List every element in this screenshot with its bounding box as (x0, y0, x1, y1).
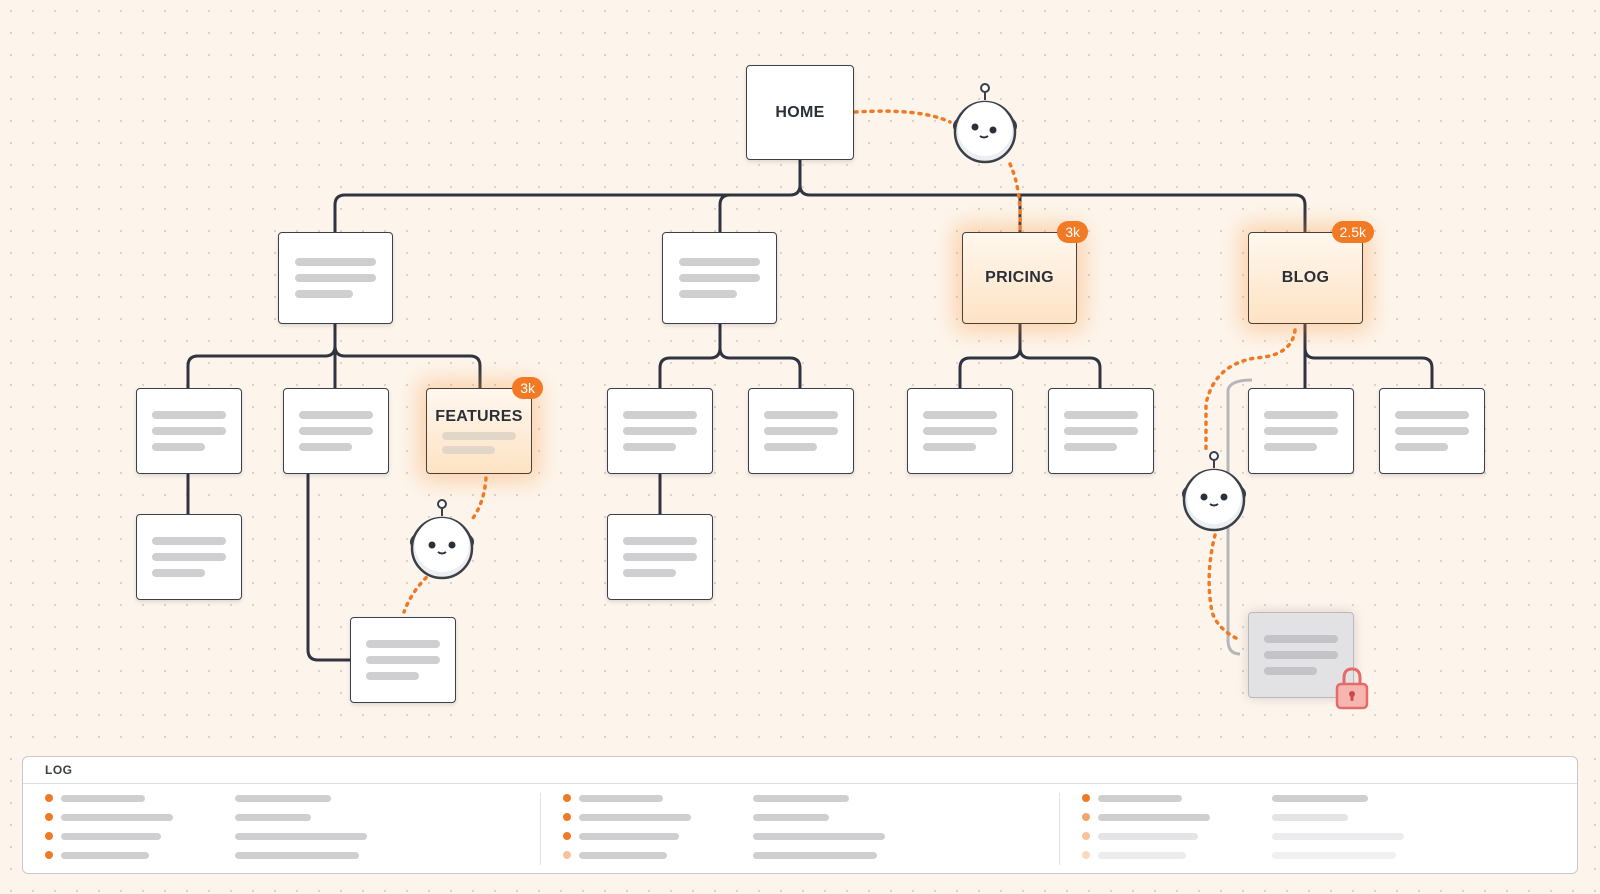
page-node[interactable] (607, 388, 713, 474)
locked-page-node[interactable] (1248, 612, 1354, 698)
page-node[interactable] (1048, 388, 1154, 474)
page-node[interactable] (278, 232, 393, 324)
robot-icon (1182, 451, 1246, 532)
placeholder-lines (151, 411, 227, 451)
page-node[interactable] (136, 514, 242, 600)
log-panel: LOG (22, 756, 1578, 874)
placeholder-lines (1263, 411, 1339, 451)
placeholder-lines (622, 537, 698, 577)
placeholder-lines (365, 640, 441, 680)
robot-icon (410, 499, 474, 580)
placeholder-lines (1394, 411, 1470, 451)
page-node-home[interactable]: HOME (746, 65, 854, 160)
log-columns (23, 793, 1577, 865)
placeholder-lines (1063, 411, 1139, 451)
placeholder-lines (922, 411, 998, 451)
lock-icon (1335, 667, 1369, 710)
page-node-blog[interactable]: BLOG 2.5k (1248, 221, 1374, 324)
placeholder-lines (298, 411, 374, 451)
placeholder-lines (678, 258, 761, 298)
page-node[interactable] (1379, 388, 1485, 474)
page-node[interactable] (350, 617, 456, 703)
visits-badge: 3k (1057, 221, 1088, 243)
page-node[interactable] (907, 388, 1013, 474)
placeholder-lines (622, 411, 698, 451)
log-column (1058, 793, 1577, 865)
page-node[interactable] (607, 514, 713, 600)
page-node[interactable] (1248, 388, 1354, 474)
page-node-pricing[interactable]: PRICING 3k (962, 221, 1088, 324)
placeholder-lines (441, 432, 517, 454)
page-node-label: HOME (775, 103, 825, 121)
placeholder-lines (294, 258, 377, 298)
page-node[interactable] (136, 388, 242, 474)
page-node-label: PRICING (985, 269, 1054, 286)
robot-icon (953, 83, 1017, 164)
placeholder-lines (763, 411, 839, 451)
log-title: LOG (23, 757, 1577, 784)
log-column (23, 793, 540, 865)
placeholder-lines (1263, 635, 1339, 675)
visits-badge: 2.5k (1331, 221, 1374, 243)
log-column (540, 793, 1058, 865)
page-node-label: BLOG (1281, 269, 1330, 286)
page-node[interactable] (662, 232, 777, 324)
page-node[interactable] (283, 388, 389, 474)
visits-badge: 3k (512, 377, 543, 399)
placeholder-lines (151, 537, 227, 577)
page-node-label: FEATURES (435, 408, 523, 425)
page-node[interactable] (748, 388, 854, 474)
page-node-features[interactable]: FEATURES 3k (426, 377, 543, 474)
